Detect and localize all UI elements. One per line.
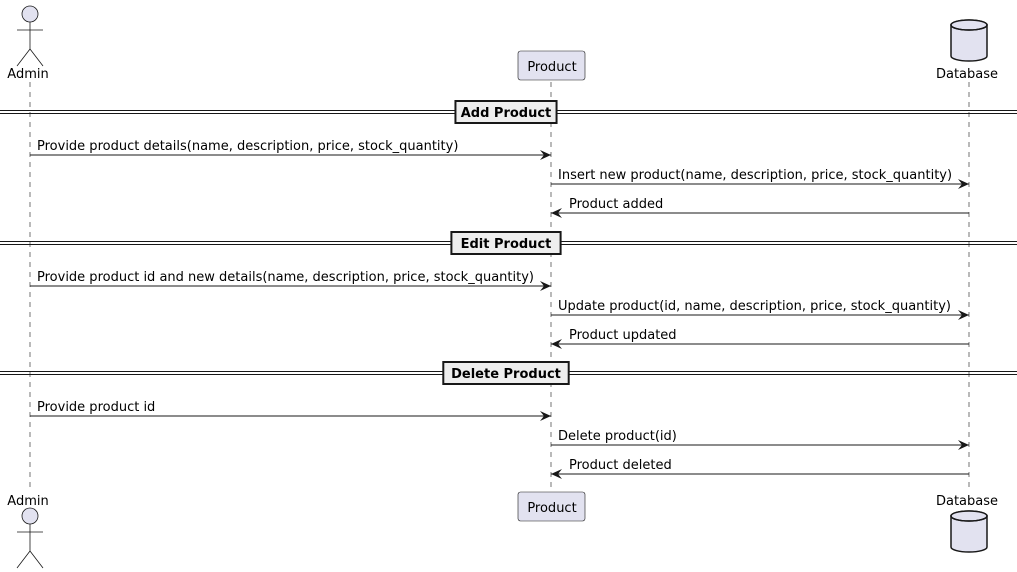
message: Product updated — [551, 328, 969, 349]
message: Product deleted — [551, 458, 969, 479]
participant-label: Product — [527, 60, 576, 75]
message-label: Product updated — [569, 328, 677, 343]
section-separator: Delete Product — [0, 361, 1017, 385]
section-separator: Add Product — [0, 100, 1017, 124]
participant-bottom-product: Product — [517, 491, 586, 522]
database-bottom-database: Database — [936, 494, 998, 553]
section-title: Delete Product — [451, 367, 561, 382]
message-label: Update product(id, name, description, pr… — [558, 299, 951, 314]
database-cylinder-icon — [950, 510, 988, 553]
participant-label: Admin — [7, 494, 48, 509]
database-top-database: Database — [936, 19, 998, 82]
actor-figure-icon — [16, 507, 44, 569]
message: Provide product details(name, descriptio… — [30, 139, 551, 160]
actor-figure-icon — [16, 5, 44, 67]
message-label: Provide product details(name, descriptio… — [37, 139, 458, 154]
actor-bottom-admin: Admin — [7, 494, 49, 569]
message: Provide product id — [30, 400, 551, 421]
message-label: Provide product id — [37, 400, 155, 415]
actor-top-admin: Admin — [7, 5, 49, 82]
message: Product added — [551, 197, 969, 218]
message-label: Product deleted — [569, 458, 672, 473]
participant-label: Database — [936, 494, 998, 509]
message: Update product(id, name, description, pr… — [551, 299, 969, 320]
section-separator: Edit Product — [0, 231, 1017, 255]
message-label: Provide product id and new details(name,… — [37, 270, 534, 285]
participant-label: Product — [527, 501, 576, 516]
message-label: Insert new product(name, description, pr… — [558, 168, 952, 183]
participant-label: Admin — [7, 67, 48, 82]
participant-label: Database — [936, 67, 998, 82]
message: Provide product id and new details(name,… — [30, 270, 551, 291]
participant-top-product: Product — [517, 50, 586, 81]
message-label: Delete product(id) — [558, 429, 677, 444]
section-title: Edit Product — [461, 237, 552, 252]
message-label: Product added — [569, 197, 663, 212]
message: Insert new product(name, description, pr… — [551, 168, 969, 189]
database-cylinder-icon — [950, 19, 988, 62]
message: Delete product(id) — [551, 429, 969, 450]
section-title: Add Product — [461, 106, 552, 121]
